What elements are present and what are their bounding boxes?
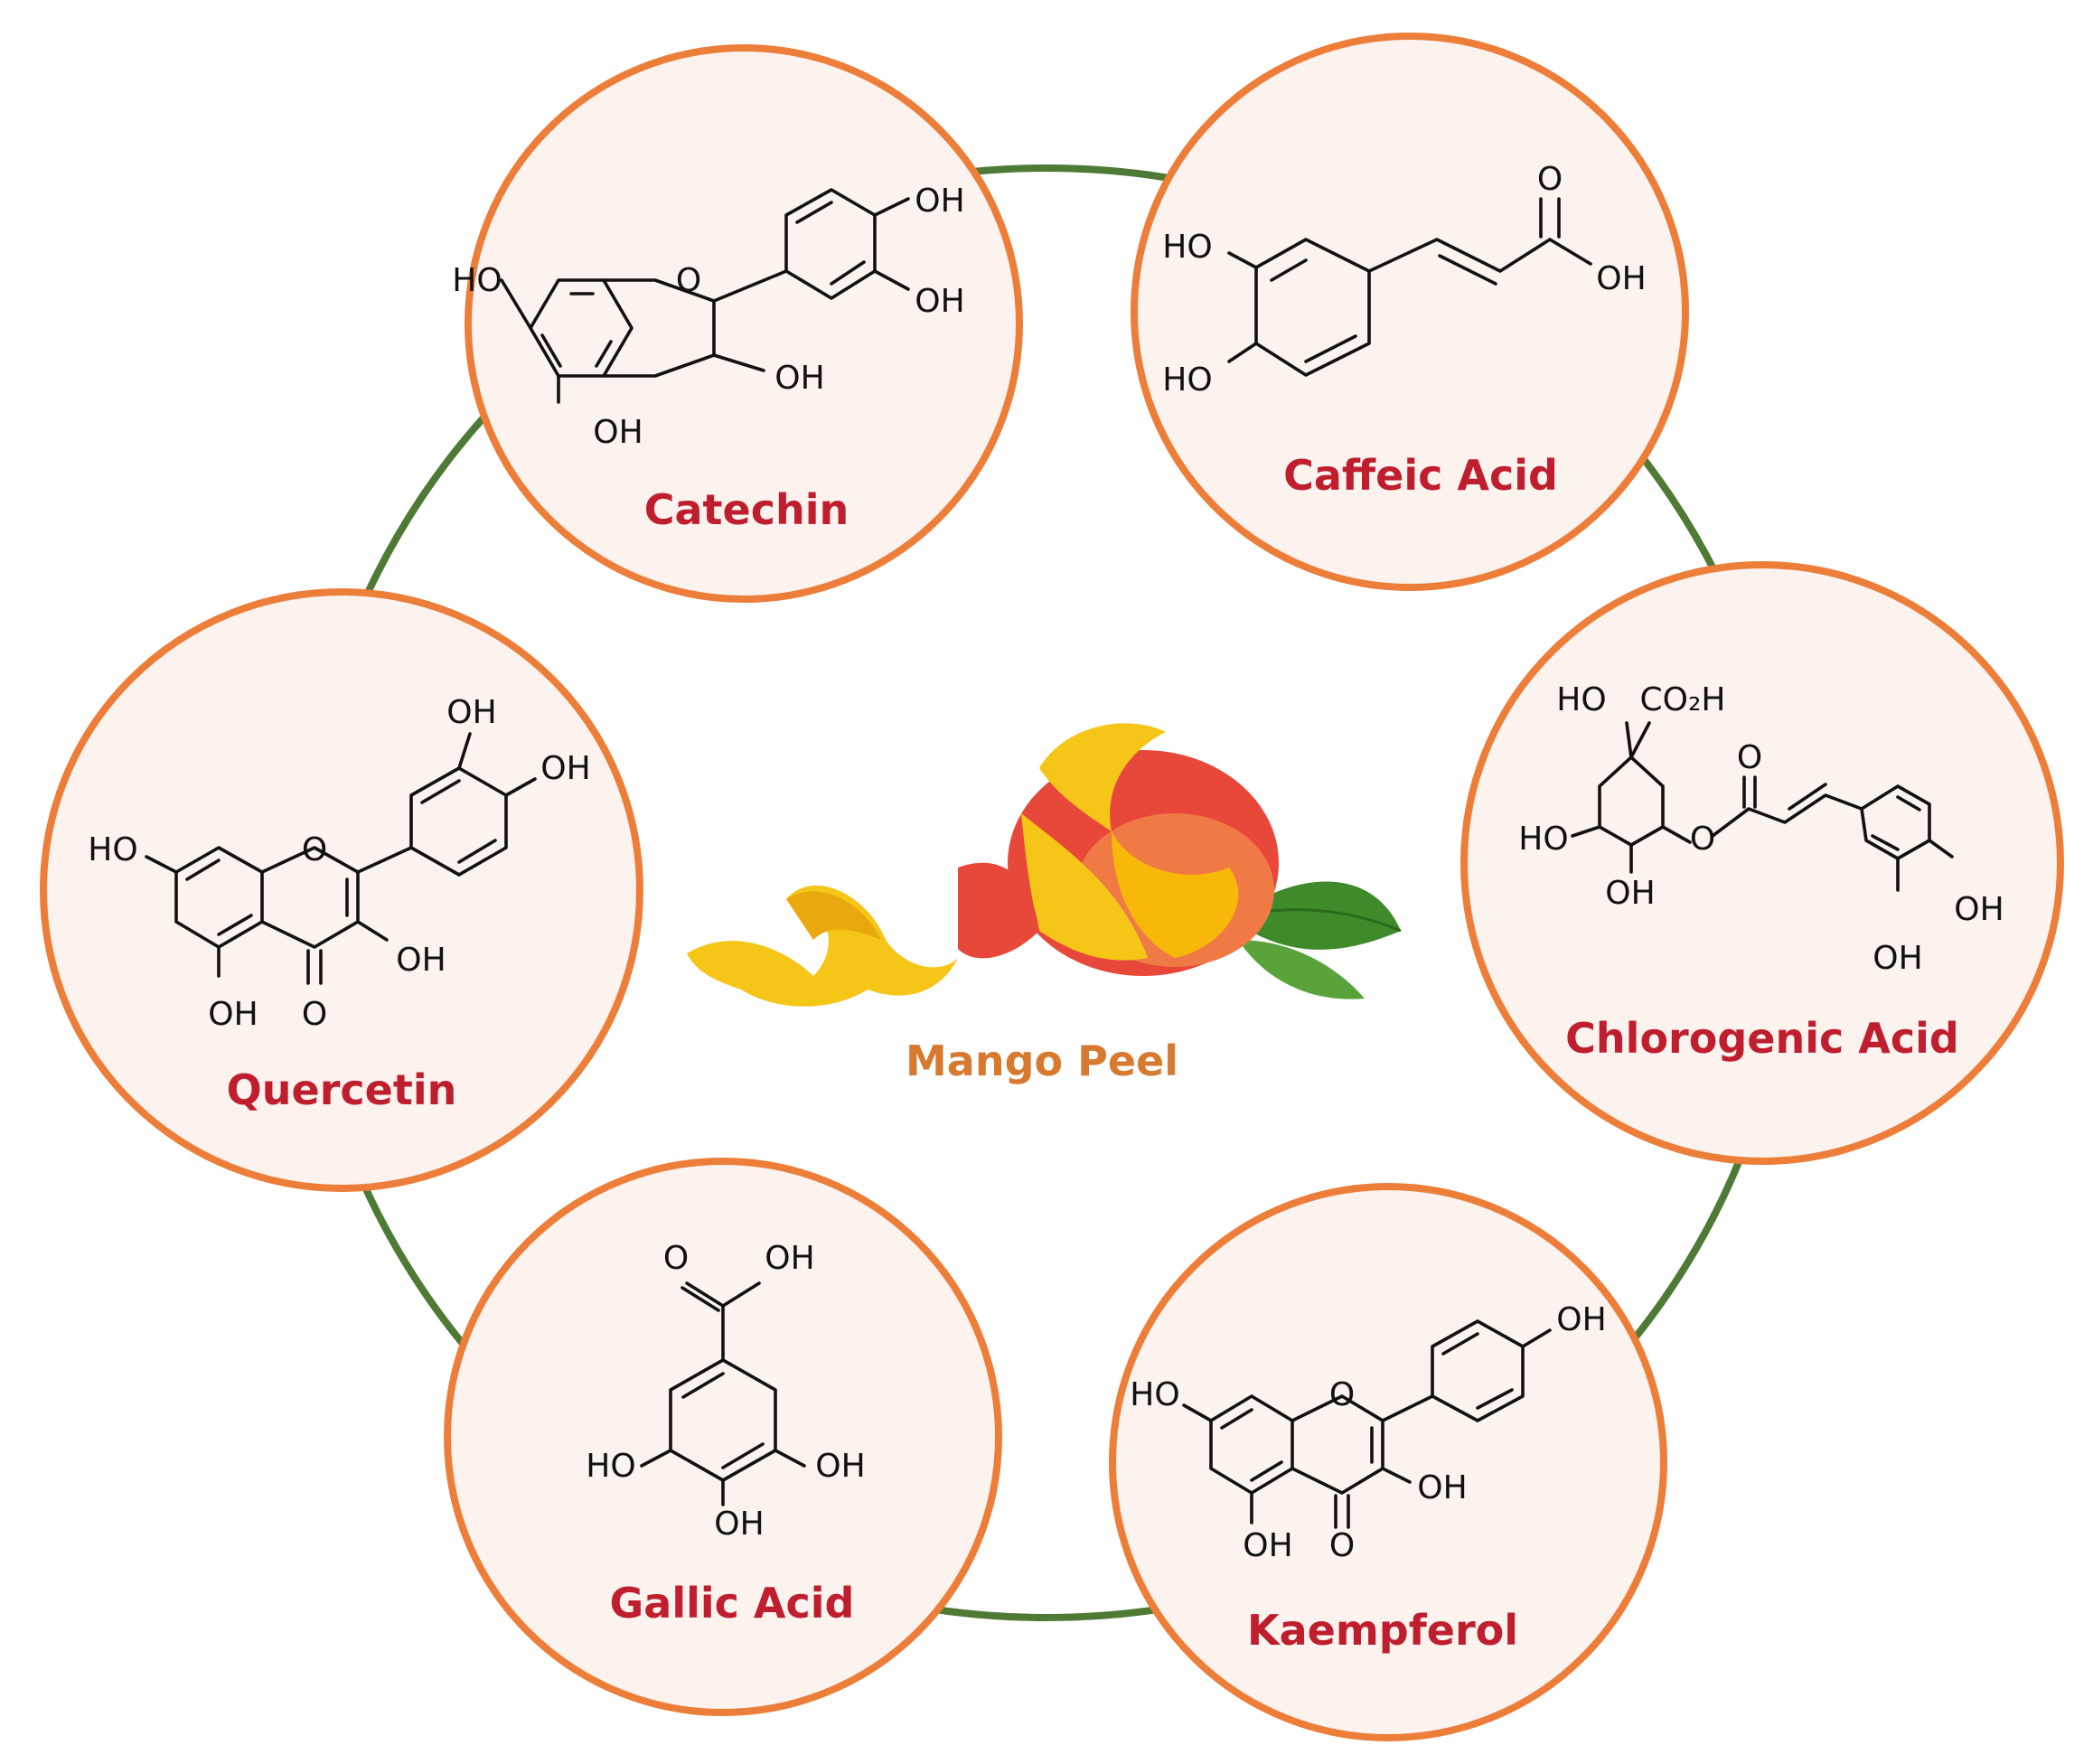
atom-label: OH	[1596, 260, 1646, 297]
compound-name: Gallic Acid	[610, 1579, 855, 1628]
compound-disc	[40, 588, 643, 1192]
atom-label: HO	[586, 1448, 635, 1485]
atom-label: OH	[915, 183, 964, 220]
atom-label: O	[302, 996, 327, 1033]
atom-label: CO₂H	[1640, 681, 1726, 718]
compound-caffeic-acid: HO HO O OH Caffeic Acid	[1131, 33, 1689, 591]
structure-catechin: HO O OH OH OH OH	[452, 183, 964, 451]
atom-label: O	[1690, 821, 1715, 858]
atom-label: O	[1537, 161, 1563, 198]
atom-label: O	[1737, 739, 1762, 776]
mango-peel-picture	[687, 723, 1402, 1007]
compound-disc	[1131, 33, 1689, 591]
compound-catechin: HO O OH OH OH OH Catechin	[452, 44, 1023, 603]
atom-label: OH	[915, 283, 964, 320]
atom-label: OH	[208, 996, 258, 1033]
compound-name: Kaempferol	[1247, 1606, 1518, 1655]
atom-label: HO	[1556, 681, 1606, 718]
atom-label: OH	[540, 750, 590, 787]
compound-disc	[444, 1158, 1002, 1716]
compound-name: Chlorogenic Acid	[1565, 1014, 1959, 1063]
compound-quercetin: OH OH HO O OH OH O Quercetin	[40, 588, 643, 1192]
atom-label: OH	[446, 694, 496, 731]
atom-label: OH	[1872, 940, 1922, 977]
atom-label: OH	[1605, 875, 1655, 912]
structure-kaempferol: HO O OH OH OH O	[1130, 1301, 1606, 1564]
atom-label: HO	[1162, 229, 1212, 266]
atom-label: HO	[1518, 821, 1568, 858]
atom-label: OH	[593, 414, 643, 451]
atom-label: OH	[396, 942, 446, 979]
structure-quercetin: OH OH HO O OH OH O	[88, 694, 590, 1033]
center-label: Mango Peel	[906, 1037, 1178, 1085]
atom-label: OH	[765, 1240, 814, 1277]
atom-label: O	[1329, 1527, 1355, 1564]
atom-label: HO	[452, 262, 502, 299]
atom-label: OH	[1417, 1469, 1467, 1506]
compound-disc	[1460, 561, 2064, 1165]
compound-name: Catechin	[644, 485, 849, 534]
compound-gallic-acid: O OH HO OH OH Gallic Acid	[444, 1158, 1002, 1716]
compound-chlorogenic-acid: HO CO₂H HO OH O O OH OH Chlorogenic Acid	[1460, 561, 2064, 1165]
compound-kaempferol: HO O OH OH OH O Kaempferol	[1109, 1183, 1667, 1741]
atom-label: OH	[1954, 891, 2004, 928]
atom-label: HO	[1162, 361, 1212, 399]
atom-label: OH	[714, 1506, 764, 1543]
compound-name: Quercetin	[227, 1065, 457, 1114]
atom-label: O	[302, 831, 327, 868]
atom-label: HO	[1130, 1376, 1179, 1413]
compound-disc	[465, 44, 1023, 603]
atom-label: O	[1329, 1376, 1355, 1413]
atom-label: OH	[774, 360, 824, 397]
atom-label: OH	[1556, 1301, 1606, 1338]
structure-gallic-acid: O OH HO OH OH	[586, 1240, 865, 1543]
compound-disc	[1109, 1183, 1667, 1741]
atom-label: O	[663, 1240, 689, 1277]
structure-caffeic-acid: HO HO O OH	[1162, 161, 1646, 399]
structure-chlorogenic-acid: HO CO₂H HO OH O O OH OH	[1518, 681, 2004, 977]
compound-name: Caffeic Acid	[1283, 451, 1558, 500]
atom-label: O	[676, 262, 701, 299]
atom-label: HO	[88, 831, 137, 868]
atom-label: OH	[1243, 1527, 1292, 1564]
atom-label: OH	[815, 1448, 865, 1485]
